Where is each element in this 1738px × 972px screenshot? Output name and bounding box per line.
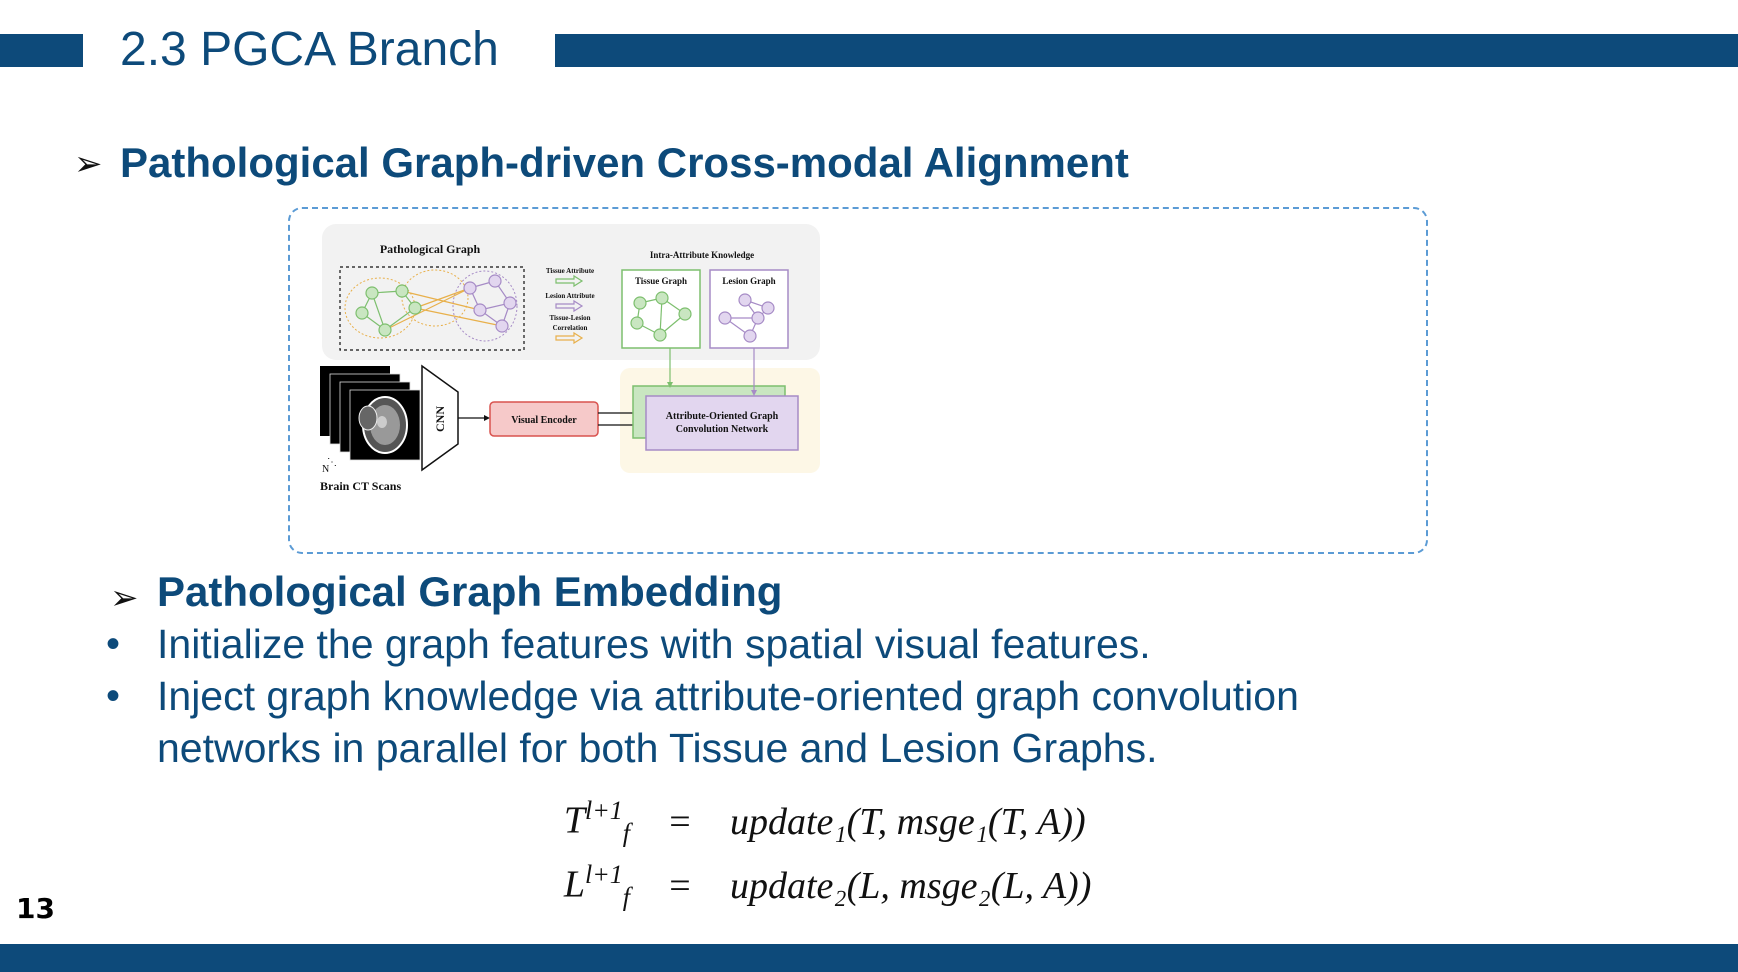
page-number: 13 <box>16 892 55 925</box>
tissue-arrow-icon <box>555 274 584 288</box>
arrow-bullet-icon: ➢ <box>110 578 139 618</box>
equation-rhs: update₂(L, msge₂(L, A)) <box>730 865 1092 907</box>
pathological-graph-box <box>339 266 525 351</box>
equals-sign: = <box>669 801 691 843</box>
lesion-graph-drawing <box>718 293 775 343</box>
intra-knowledge-label: Intra-Attribute Knowledge <box>650 250 754 260</box>
title-bar-right <box>555 34 1738 67</box>
equation-lhs: Tl+1f <box>563 795 630 848</box>
bullet-dot-icon: • <box>106 622 121 666</box>
tissue-graph-label: Tissue Graph <box>635 276 687 286</box>
pgca-diagram: Pathological Graph <box>320 224 820 493</box>
legend-lesion-label: Lesion Attribute <box>545 292 594 300</box>
gcn-label-2: Convolution Network <box>676 424 769 435</box>
arrowhead-icon-5 <box>751 390 757 396</box>
footer-bar <box>0 944 1738 972</box>
bullet-dot-icon: • <box>106 674 121 718</box>
cnn-label: CNN <box>433 406 447 432</box>
lesion-graph-label: Lesion Graph <box>722 276 775 286</box>
equation-tissue: Tl+1f = update₁(T, msge₁(T, A)) <box>540 790 1091 854</box>
figure-frame <box>288 207 1428 554</box>
correlation-arrow-icon <box>555 331 584 345</box>
n-label: N <box>322 464 329 475</box>
ct-scan-stack <box>320 366 421 461</box>
ellipsis-icon: ⋱ <box>327 457 337 468</box>
equation-rhs: update₁(T, msge₁(T, A)) <box>730 801 1086 843</box>
brain-ct-scans-label: Brain CT Scans <box>320 479 401 493</box>
visual-encoder-label: Visual Encoder <box>511 415 577 426</box>
equation-lhs: Ll+1f <box>563 859 630 912</box>
arrow-bullet-icon: ➢ <box>74 144 103 184</box>
arrowhead-icon <box>484 415 490 421</box>
legend-correlation-label: Tissue-Lesion <box>549 314 590 322</box>
bullet-text: Initialize the graph features with spati… <box>157 621 1151 667</box>
gcn-label-1: Attribute-Oriented Graph <box>666 411 779 422</box>
graph-legend: Tissue Attribute Lesion Attribute Tissue… <box>545 267 595 345</box>
equals-sign: = <box>669 865 691 907</box>
equation-lesion: Ll+1f = update₂(L, msge₂(L, A)) <box>540 854 1092 918</box>
cnn-block <box>421 364 459 472</box>
pathological-graph-drawing <box>344 269 518 342</box>
title-bar-left <box>0 34 83 67</box>
visual-encoder-box <box>489 401 599 437</box>
legend-tissue-label: Tissue Attribute <box>546 267 594 275</box>
lesion-arrow-icon <box>555 299 584 313</box>
bullet-text-continued: networks in parallel for both Tissue and… <box>157 725 1158 771</box>
legend-correlation-label-2: Correlation <box>553 324 588 332</box>
tissue-graph-drawing <box>630 291 692 342</box>
slide-title: 2.3 PGCA Branch <box>120 23 499 76</box>
arrowhead-icon-4 <box>667 382 673 388</box>
equations: Tl+1f = update₁(T, msge₁(T, A)) Ll+1f = … <box>540 790 1092 918</box>
gcn-box <box>645 395 799 451</box>
bullet-text: Inject graph knowledge via attribute-ori… <box>157 673 1299 719</box>
main-heading: Pathological Graph-driven Cross-modal Al… <box>120 139 1129 186</box>
sub-heading: Pathological Graph Embedding <box>157 568 783 615</box>
pathological-graph-label: Pathological Graph <box>380 242 481 256</box>
